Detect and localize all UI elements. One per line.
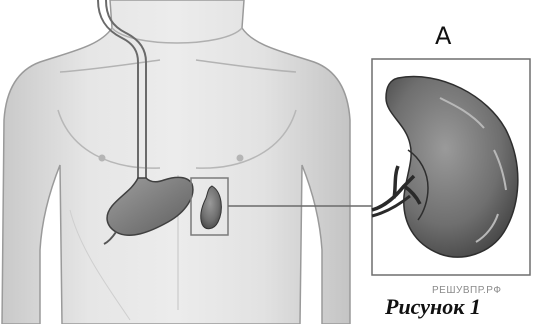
spleen-enlarged-panel xyxy=(372,59,530,275)
left-nipple xyxy=(99,155,106,162)
human-torso xyxy=(2,0,350,324)
torso-body xyxy=(2,0,350,324)
figure-caption: Рисунок 1 xyxy=(385,294,481,320)
panel-label-a: А xyxy=(435,22,451,50)
right-nipple xyxy=(237,155,244,162)
